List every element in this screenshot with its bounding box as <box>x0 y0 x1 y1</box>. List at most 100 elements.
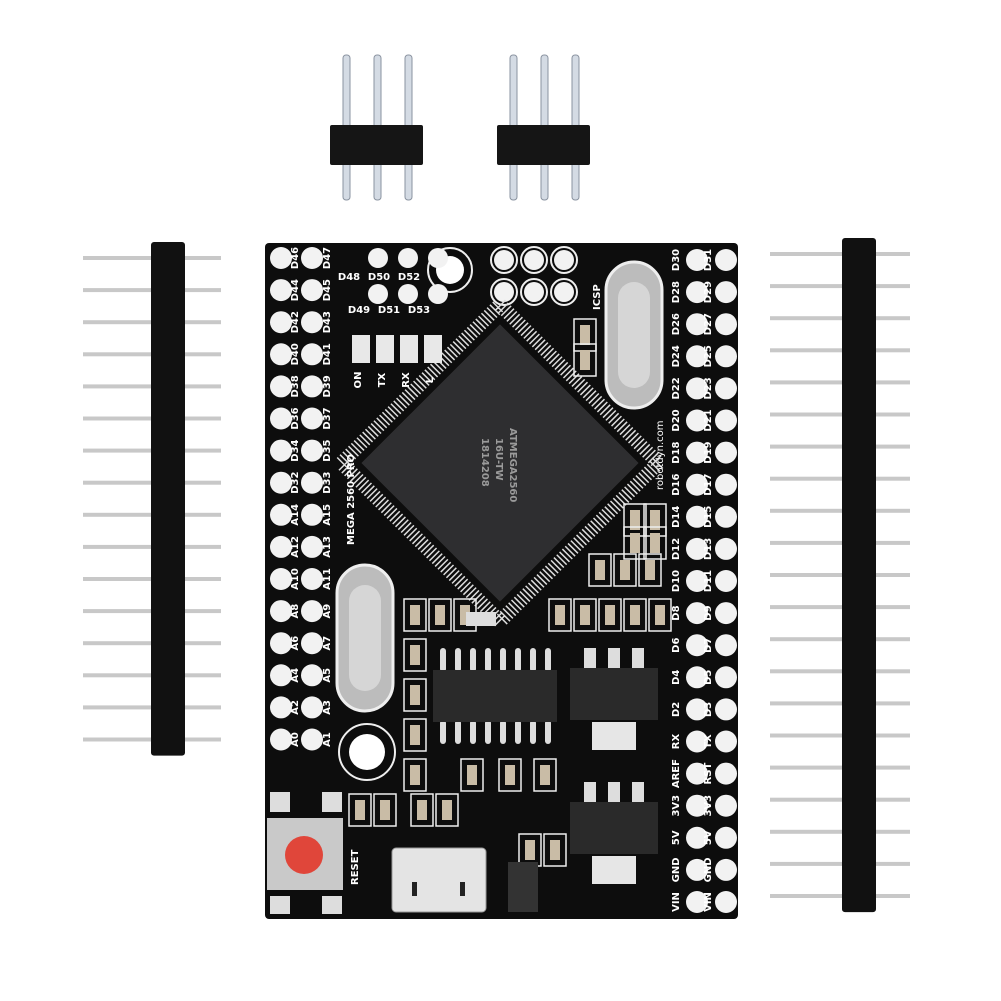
pin-label: GND <box>703 857 714 882</box>
pin-label: D39 <box>322 375 333 397</box>
micro-usb-port[interactable] <box>391 847 487 913</box>
pin-label: D28 <box>671 281 682 303</box>
pin-pad <box>686 698 708 721</box>
pin-pad <box>398 284 418 304</box>
mounting-hole <box>338 723 396 781</box>
pin-pad <box>715 858 737 881</box>
pin-pad <box>368 248 388 268</box>
pin-pad <box>301 471 323 494</box>
smd-outline <box>460 758 484 792</box>
reset-button[interactable] <box>267 792 343 914</box>
pin-label: D34 <box>290 439 301 461</box>
smd-component <box>525 840 535 860</box>
pin-label: D6 <box>671 638 682 653</box>
pin-pad <box>686 441 708 464</box>
pin-label: D45 <box>322 279 333 301</box>
chip-leg <box>485 720 491 744</box>
pin-pad <box>715 281 737 304</box>
pin-pad <box>715 762 737 785</box>
pin-pad <box>270 247 292 269</box>
pin-label: GND <box>671 857 682 882</box>
pin-label: D9 <box>703 605 714 620</box>
pin-pad <box>270 439 292 462</box>
crystal <box>349 585 381 691</box>
usb-serial-chip <box>440 648 551 744</box>
smd-outline <box>403 718 427 752</box>
pin-headers <box>83 54 910 913</box>
pin-label: D16 <box>671 474 682 496</box>
pin-pad <box>715 891 737 913</box>
chip-leg <box>530 720 536 744</box>
pin-label: RX <box>671 734 682 750</box>
led <box>424 335 442 363</box>
pin-pad <box>301 503 323 526</box>
icsp-pad <box>554 282 574 302</box>
chip-leg <box>440 648 446 672</box>
pin-label: D35 <box>322 439 333 461</box>
pin-pad <box>301 600 323 623</box>
icsp-label: ICSP <box>592 284 603 310</box>
reset-label: RESET <box>350 849 361 885</box>
pin-label: D36 <box>290 407 301 429</box>
smd-component <box>417 800 427 820</box>
pin-pad <box>715 473 737 496</box>
smd-outline <box>533 758 557 792</box>
smd-component <box>595 560 605 580</box>
pin-pad <box>368 284 388 304</box>
icsp-pad-ring <box>520 278 548 306</box>
pin-label: AREF <box>671 759 682 788</box>
pin-pad <box>270 311 292 334</box>
icsp-pad-ring <box>490 278 518 306</box>
smd-outline <box>573 343 597 377</box>
icsp-header-pads <box>490 246 578 306</box>
pin-label: TX <box>703 734 714 749</box>
smd-outline <box>623 598 647 632</box>
chip-leg <box>440 720 446 744</box>
header-pin <box>770 637 910 642</box>
smd-component <box>645 560 655 580</box>
voltage-regulator <box>570 782 658 884</box>
chip-leg <box>500 720 506 744</box>
pin-pad <box>715 794 737 817</box>
pin-pad <box>686 249 708 271</box>
smd-component <box>410 725 420 745</box>
mega-2560-pro-board: ICSP ATMEGA2560 16U-TW 1814208 <box>265 243 738 919</box>
smd-component <box>620 560 630 580</box>
header-pin <box>770 701 910 706</box>
pin-pad <box>686 602 708 625</box>
pin-pad <box>301 311 323 334</box>
pin-pad <box>398 248 418 268</box>
header-pin <box>770 829 910 834</box>
pin-pad <box>686 666 708 689</box>
pin-label: 5V <box>671 830 682 845</box>
pin-pad <box>686 794 708 817</box>
pin-pad <box>270 600 292 623</box>
pin-pad <box>301 696 323 719</box>
pin-label: D25 <box>703 345 714 367</box>
pin-label: A5 <box>322 668 333 683</box>
pin-label: D31 <box>703 249 714 271</box>
pin-label: A11 <box>322 568 333 590</box>
smd-component <box>435 605 445 625</box>
pin-label: D15 <box>703 506 714 528</box>
pin-pad <box>686 891 708 913</box>
smd-component <box>650 533 660 553</box>
chip-leg <box>515 720 521 744</box>
pin-label: D29 <box>703 281 714 303</box>
pin-label: D47 <box>322 247 333 269</box>
pin-label: A12 <box>290 536 301 558</box>
pin-label: D46 <box>290 247 301 269</box>
pin-label: D38 <box>290 375 301 397</box>
pin-pad <box>686 762 708 785</box>
smd-component <box>355 800 365 820</box>
pin-pad <box>686 345 708 368</box>
usb-serial-chip-body <box>433 670 557 722</box>
pin-label: D43 <box>322 311 333 333</box>
smd-outline <box>543 833 567 867</box>
smd-component <box>550 840 560 860</box>
header-pin <box>770 316 910 321</box>
pin-label: D27 <box>703 313 714 335</box>
chip-leg <box>455 648 461 672</box>
pin-label: TX <box>377 372 388 387</box>
